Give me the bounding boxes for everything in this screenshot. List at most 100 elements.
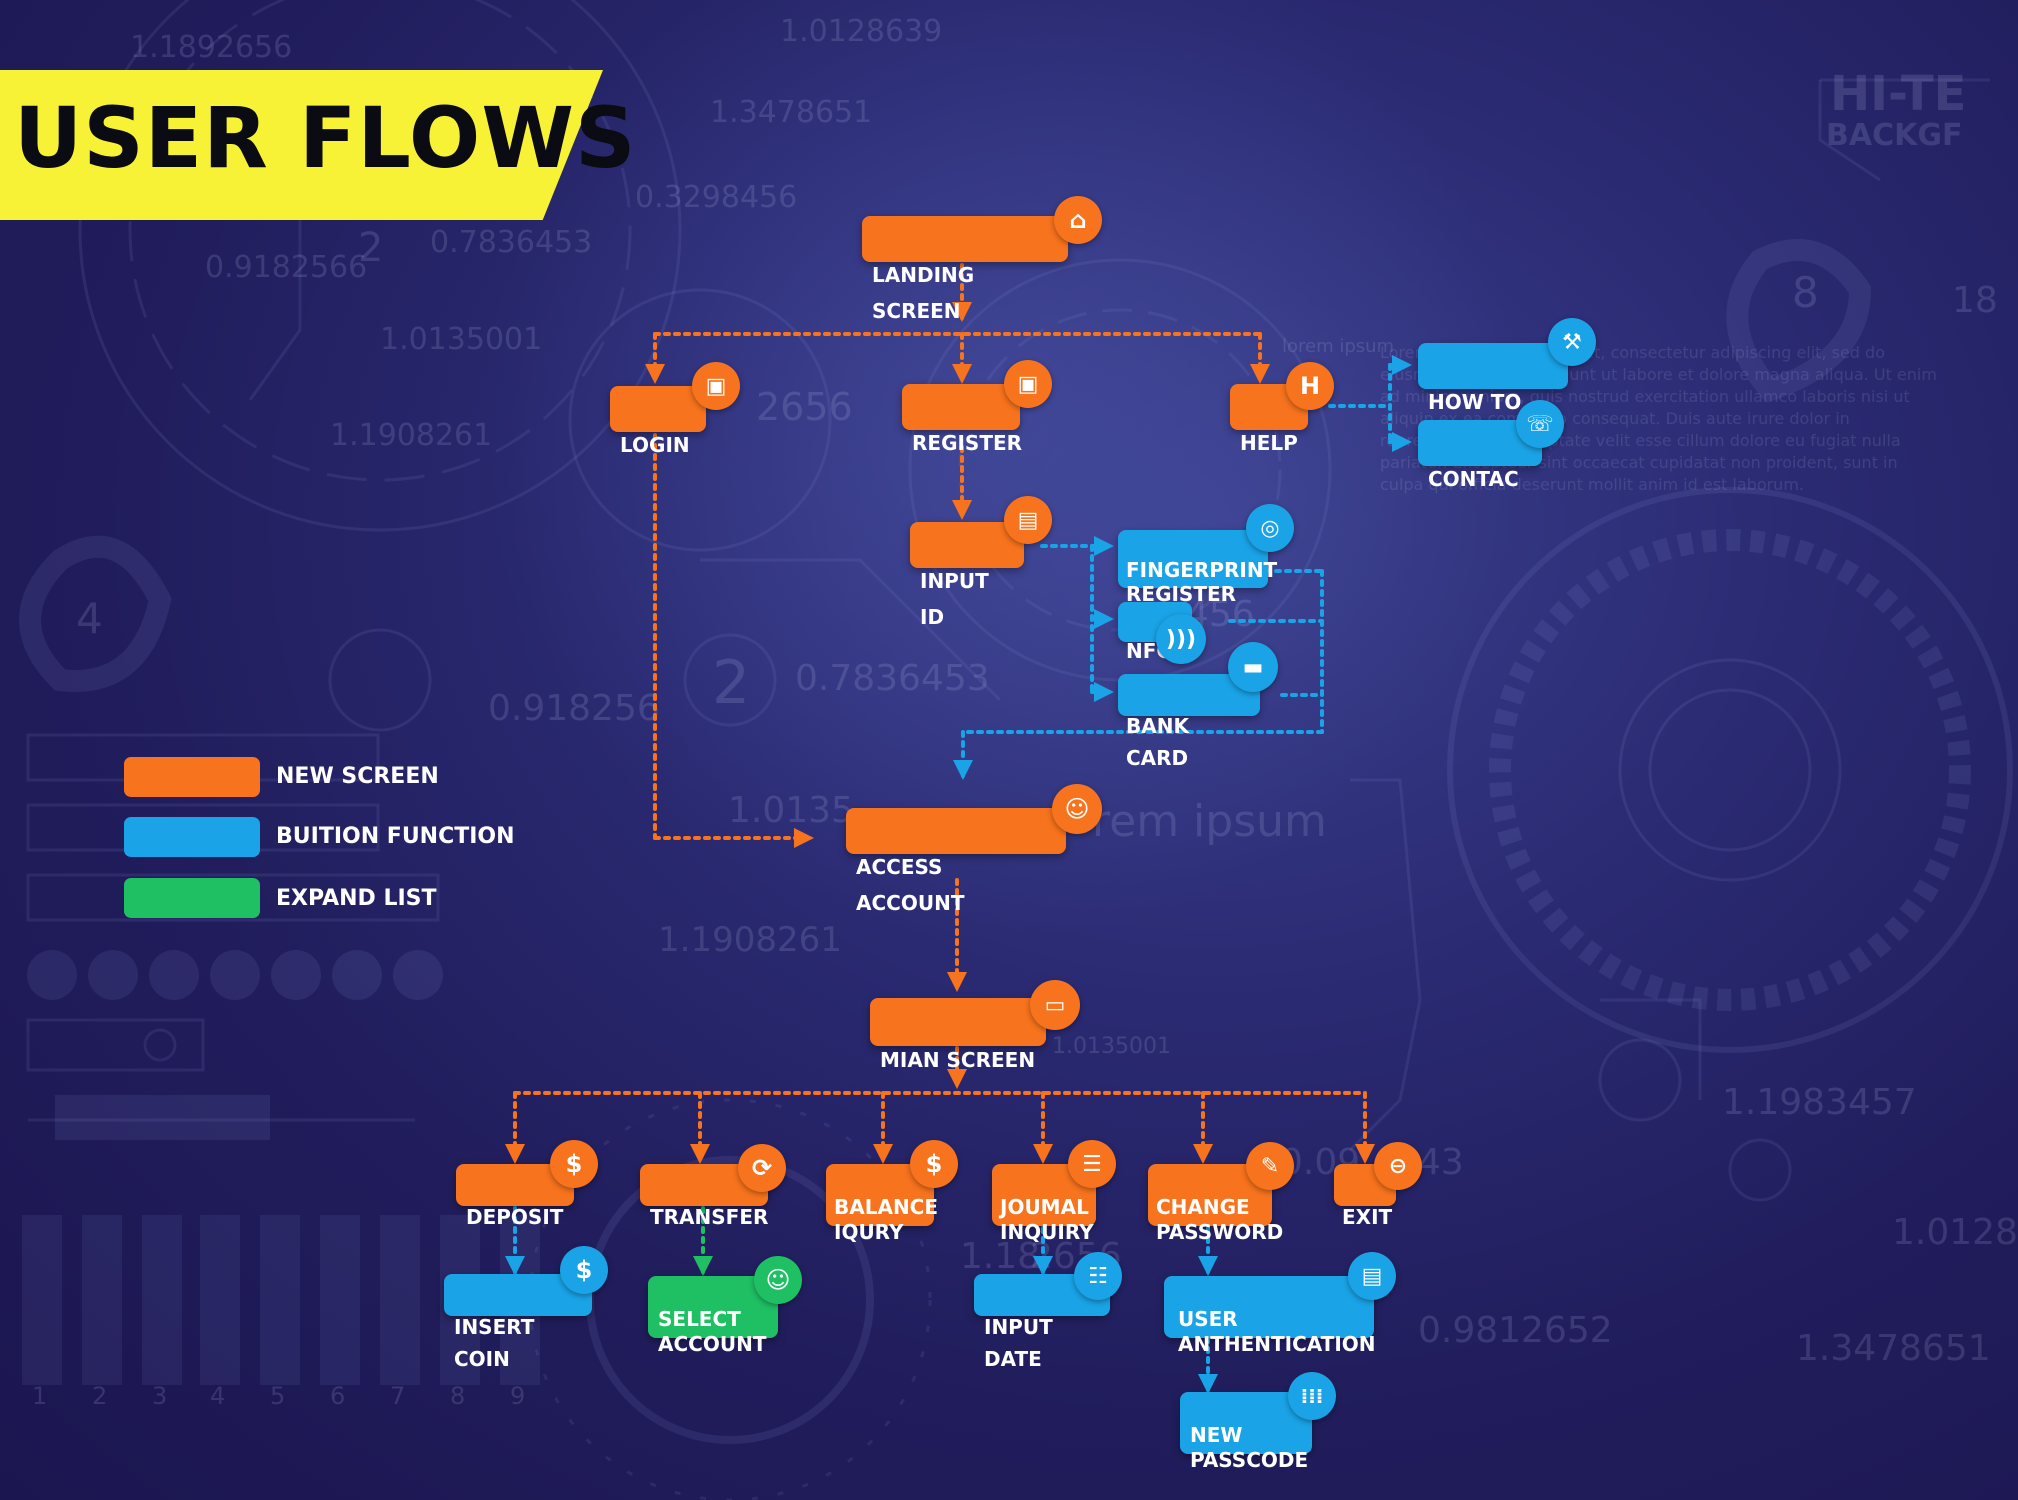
- node-input-date-label: INPUT DATE: [984, 1315, 1053, 1371]
- node-insert-coin[interactable]: INSERT COIN: [444, 1274, 592, 1371]
- user-badge-icon: ▣: [692, 362, 740, 410]
- refresh-icon: ⟳: [738, 1144, 786, 1192]
- node-login[interactable]: LOGIN: [610, 386, 706, 457]
- node-access-account-label: ACCESS ACCOUNT: [856, 855, 965, 915]
- bg-number: 1.1983457: [1722, 1082, 1917, 1123]
- bg-word: lorem ipsum: [1282, 336, 1395, 357]
- bg-circle-digit: 4: [76, 594, 103, 643]
- fingerprint-icon: ◎: [1246, 504, 1294, 552]
- help-h-icon: H: [1286, 362, 1334, 410]
- bg-number: 1.3478651: [710, 95, 873, 130]
- bg-slider-digit: 7: [390, 1382, 406, 1410]
- bg-number: 0.7836453: [430, 225, 593, 260]
- node-access-account[interactable]: ACCESS ACCOUNT: [846, 808, 1066, 915]
- bg-number: 43: [1418, 1142, 1464, 1183]
- user-circle-icon: ☺: [1052, 784, 1102, 834]
- node-balance-iqury-label: BALANCE IQURY: [834, 1195, 939, 1244]
- bg-number: 1.0135001: [1052, 1034, 1171, 1059]
- bg-number: 1.0135: [728, 790, 854, 831]
- bg-number: 1.1892656: [130, 30, 293, 65]
- node-contac-label: CONTAC: [1428, 467, 1519, 491]
- nfc-icon: ))): [1156, 614, 1206, 664]
- bg-number: 1.1908261: [330, 418, 493, 453]
- bg-number: 0.3298456: [635, 180, 798, 215]
- node-register-label: REGISTER: [912, 431, 1023, 455]
- node-user-authentication[interactable]: USER ANTHENTICATION: [1164, 1276, 1376, 1356]
- node-new-passcode-label: NEW PASSCODE: [1190, 1423, 1309, 1472]
- bg-number: 0.918256: [488, 688, 660, 729]
- node-select-account[interactable]: SELECT ACCOUNT: [648, 1276, 778, 1356]
- node-fingerprint-register[interactable]: FINGERPRINT REGISTER: [1118, 530, 1277, 606]
- wrench-icon: ⚒: [1548, 318, 1596, 366]
- node-main-screen-label: MIAN SCREEN: [880, 1048, 1036, 1072]
- bg-word: rem ipsum: [1092, 796, 1327, 847]
- node-transfer-label: TRANSFER: [650, 1205, 769, 1229]
- bg-number: 1.3478651: [1796, 1328, 1991, 1369]
- node-change-password[interactable]: CHANGE PASSWORD: [1148, 1164, 1283, 1244]
- node-deposit-label: DEPOSIT: [466, 1205, 564, 1229]
- bg-slider-digit: 3: [152, 1382, 168, 1410]
- exit-icon: ⊖: [1374, 1142, 1422, 1190]
- bg-slider-digit: 1: [32, 1382, 48, 1410]
- legend-label-button-function: BUITION FUNCTION: [276, 824, 515, 849]
- dollar-icon: $: [550, 1140, 598, 1188]
- bg-slider-digit: 6: [330, 1382, 346, 1410]
- node-insert-coin-label: INSERT COIN: [454, 1315, 535, 1371]
- bg-word: BACKGF: [1826, 118, 1963, 153]
- bg-circle-digit: 18: [1952, 280, 1998, 321]
- bg-word: HI-TE: [1830, 66, 1967, 122]
- node-change-password-label: CHANGE PASSWORD: [1156, 1195, 1284, 1244]
- node-login-label: LOGIN: [620, 433, 690, 457]
- node-select-account-label: SELECT ACCOUNT: [658, 1307, 767, 1356]
- legend-swatch-new-screen: [124, 757, 260, 797]
- edit-icon: ✎: [1246, 1142, 1294, 1190]
- title-banner: [0, 70, 603, 220]
- node-input-id[interactable]: INPUT ID: [910, 522, 1024, 629]
- bg-circle-digit: 2: [712, 648, 751, 718]
- node-bank-card-label: BANK CARD: [1126, 714, 1189, 770]
- phone-icon: ☏: [1516, 400, 1564, 448]
- id-card-icon: ▤: [1348, 1252, 1396, 1300]
- bg-slider-digit: 8: [450, 1382, 466, 1410]
- card-icon: ▬: [1228, 642, 1278, 692]
- legend-label-new-screen: NEW SCREEN: [276, 764, 439, 789]
- legend-label-expand-list: EXPAND LIST: [276, 886, 437, 911]
- bg-number: 0.7836453: [795, 658, 990, 699]
- bg-slider-digit: 2: [92, 1382, 108, 1410]
- bg-circle-digit: 2: [358, 225, 384, 271]
- bg-number: 1.0128639: [780, 14, 943, 49]
- node-landing-screen[interactable]: LANDING SCREEN: [862, 216, 1068, 323]
- bg-number: 1.0135001: [380, 322, 543, 357]
- legend-swatch-button-function: [124, 817, 260, 857]
- node-deposit[interactable]: DEPOSIT: [456, 1164, 574, 1229]
- bg-number: 1.18: [960, 1236, 1041, 1277]
- bg-number: 0.9182566: [205, 250, 368, 285]
- list-icon: ☷: [1074, 1252, 1122, 1300]
- node-joumal-inquiry-label: JOUMAL INQUIRY: [1000, 1195, 1094, 1244]
- home-icon: ⌂: [1054, 196, 1102, 244]
- bg-number: 0.9812652: [1418, 1310, 1613, 1351]
- bg-circle-digit: 8: [1792, 268, 1819, 317]
- node-user-authentication-label: USER ANTHENTICATION: [1178, 1307, 1376, 1356]
- keypad-icon: ⁞⁞⁞: [1288, 1372, 1336, 1420]
- laptop-icon: ▭: [1030, 980, 1080, 1030]
- page-title: USER FLOWS: [14, 89, 637, 187]
- id-card-icon: ▤: [1004, 496, 1052, 544]
- node-landing-screen-label: LANDING SCREEN: [872, 263, 975, 323]
- node-how-to-use[interactable]: HOW TO USE: [1418, 343, 1568, 450]
- node-input-id-label: INPUT ID: [920, 569, 989, 629]
- bg-number: 2656: [756, 385, 853, 429]
- user-circle-icon: ☺: [754, 1256, 802, 1304]
- node-register[interactable]: REGISTER: [902, 384, 1022, 455]
- node-main-screen[interactable]: MIAN SCREEN: [870, 998, 1046, 1072]
- legend-swatch-expand-list: [124, 878, 260, 918]
- bg-slider-digit: 9: [510, 1382, 526, 1410]
- bg-number: 1.1908261: [658, 920, 842, 960]
- bg-number: 1.0128: [1892, 1212, 2018, 1253]
- sliders-icon: ☰: [1068, 1140, 1116, 1188]
- bg-slider-digit: 5: [270, 1382, 286, 1410]
- node-exit-label: EXIT: [1342, 1205, 1393, 1229]
- bg-slider-digit: 4: [210, 1382, 226, 1410]
- node-help-label: HELP: [1240, 431, 1298, 455]
